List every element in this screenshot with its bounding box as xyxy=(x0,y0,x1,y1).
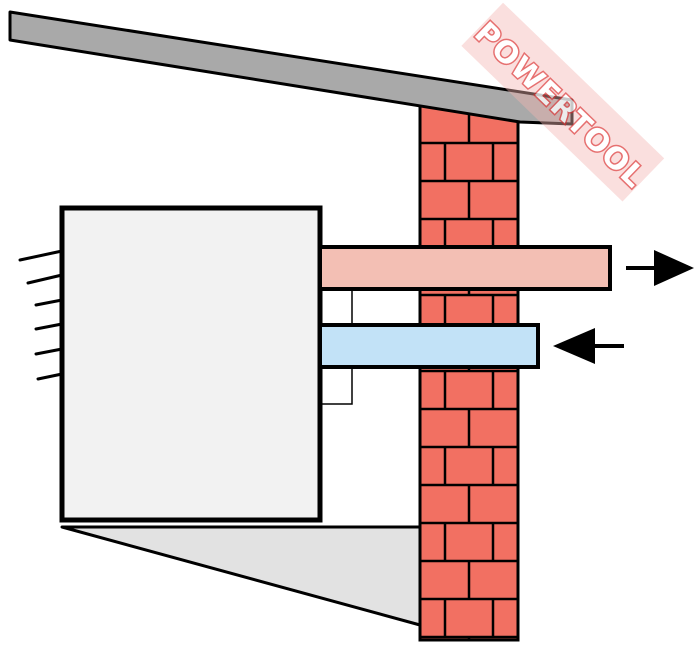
mounting-hook xyxy=(26,273,64,285)
arrow-right-icon xyxy=(626,250,694,286)
exhaust-duct xyxy=(318,245,612,291)
support-bracket xyxy=(60,525,422,627)
mounting-hook xyxy=(36,372,64,381)
arrow-left-icon xyxy=(553,328,624,364)
mounting-hook xyxy=(34,298,64,307)
mounting-hook xyxy=(18,249,64,262)
brick-wall xyxy=(418,103,520,642)
indoor-unit xyxy=(59,205,323,523)
mounting-hook xyxy=(34,322,64,331)
roof-slab xyxy=(8,10,574,126)
watermark-band xyxy=(461,2,665,202)
mounting-hook xyxy=(34,347,64,356)
intake-duct xyxy=(318,323,540,369)
mounting-hooks xyxy=(18,249,64,381)
